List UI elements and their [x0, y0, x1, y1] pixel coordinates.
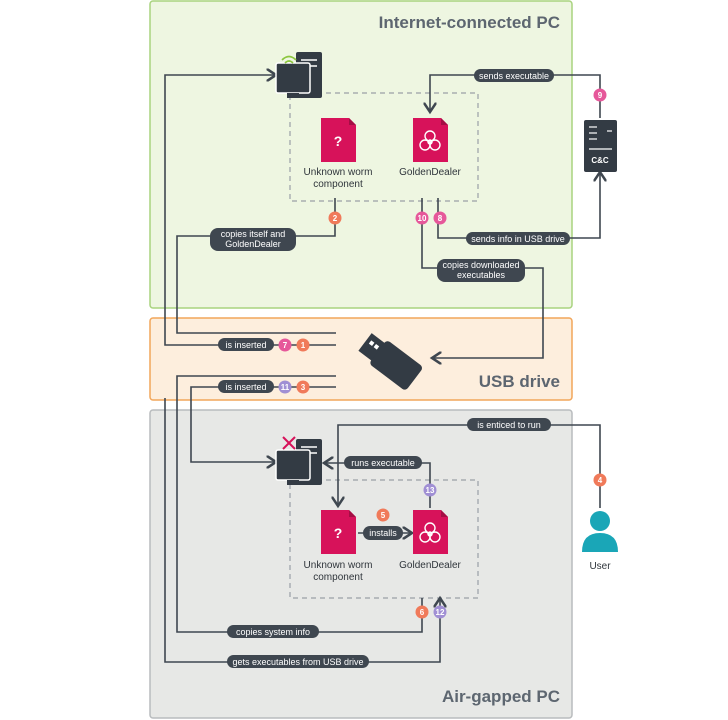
label-copies-itself: copies itself and GoldenDealer: [210, 228, 296, 251]
svg-text:is inserted: is inserted: [225, 340, 266, 350]
step-badge-4: 4: [593, 473, 607, 487]
label-installs: installs: [363, 526, 403, 540]
step-badge-12: 12: [433, 605, 447, 619]
svg-text:runs executable: runs executable: [351, 458, 415, 468]
step-badge-1: 1: [296, 338, 310, 352]
label-sends-info: sends info in USB drive: [466, 232, 570, 245]
line-copies-downloaded: [421, 198, 544, 358]
cc-server-icon: [584, 120, 617, 172]
step-badge-7: 7: [278, 338, 292, 352]
svg-text:sends executable: sends executable: [479, 71, 549, 81]
label-copies-system-info: copies system info: [227, 625, 319, 638]
airgap-computer-icon: [275, 439, 322, 485]
svg-text:installs: installs: [369, 528, 397, 538]
svg-text:12: 12: [436, 608, 445, 617]
label-runs-executable: runs executable: [344, 456, 422, 469]
worm-label-line1: Unknown worm: [304, 167, 373, 178]
step-badge-3: 3: [296, 380, 310, 394]
svg-text:?: ?: [334, 525, 343, 541]
usb-drive-title: USB drive: [479, 372, 560, 391]
step-badge-11: 11: [278, 380, 292, 394]
svg-text:?: ?: [334, 133, 343, 149]
step-badge-2: 2: [328, 211, 342, 225]
svg-text:gets executables from USB driv: gets executables from USB drive: [232, 657, 363, 667]
airgapped-pc-title: Air-gapped PC: [442, 687, 560, 706]
airgap-worm-label-line1: Unknown worm: [304, 560, 373, 571]
airgap-components-box: [289, 479, 479, 599]
airgap-worm-file-icon: ?: [321, 510, 356, 554]
svg-text:is inserted: is inserted: [225, 382, 266, 392]
svg-text:8: 8: [438, 214, 443, 223]
step-badge-9: 9: [593, 88, 607, 102]
usb-drive-icon: [358, 333, 422, 390]
goldendealer-label: GoldenDealer: [399, 167, 461, 178]
step-badge-10: 10: [415, 211, 429, 225]
step-badge-5: 5: [376, 508, 390, 522]
user-label: User: [589, 561, 611, 572]
cc-label: C&C: [591, 156, 609, 165]
svg-text:11: 11: [281, 383, 290, 392]
svg-text:4: 4: [598, 476, 603, 485]
label-is-enticed: is enticed to run: [467, 418, 551, 431]
svg-text:6: 6: [420, 608, 425, 617]
label-is-inserted-bottom: is inserted: [218, 380, 274, 393]
svg-text:copies system info: copies system info: [236, 627, 310, 637]
svg-text:7: 7: [283, 341, 288, 350]
wifi-icon: [281, 55, 297, 64]
svg-text:1: 1: [301, 341, 306, 350]
svg-text:is enticed to run: is enticed to run: [477, 420, 541, 430]
step-badge-13: 13: [423, 483, 437, 497]
label-is-inserted-top: is inserted: [218, 338, 274, 351]
internet-components-box: [289, 92, 479, 202]
svg-text:13: 13: [426, 486, 435, 495]
airgap-goldendealer-label: GoldenDealer: [399, 560, 461, 571]
svg-text:executables: executables: [457, 270, 506, 280]
internet-pc-title: Internet-connected PC: [379, 13, 560, 32]
airgap-worm-label-line2: component: [313, 572, 363, 583]
goldendealer-file-icon: [413, 118, 448, 162]
line-copies-system-info: [176, 375, 423, 633]
svg-text:5: 5: [381, 511, 386, 520]
internet-computer-icon: [275, 52, 322, 98]
svg-text:9: 9: [598, 91, 603, 100]
airgap-goldendealer-file-icon: [413, 510, 448, 554]
svg-text:sends info in USB drive: sends info in USB drive: [471, 234, 565, 244]
svg-text:3: 3: [301, 383, 306, 392]
svg-text:copies itself and: copies itself and: [221, 229, 286, 239]
label-gets-executables: gets executables from USB drive: [227, 655, 369, 668]
label-copies-downloaded: copies downloaded executables: [437, 259, 525, 282]
svg-text:GoldenDealer: GoldenDealer: [225, 239, 281, 249]
label-sends-executable: sends executable: [474, 69, 554, 82]
svg-text:10: 10: [418, 214, 427, 223]
step-badge-6: 6: [415, 605, 429, 619]
user-icon: [582, 511, 618, 552]
svg-text:2: 2: [333, 214, 338, 223]
step-badge-8: 8: [433, 211, 447, 225]
no-wifi-icon: [282, 436, 296, 450]
airgapped-pc-zone: [149, 409, 573, 719]
worm-label-line2: component: [313, 179, 363, 190]
svg-text:copies downloaded: copies downloaded: [442, 260, 519, 270]
unknown-worm-file-icon: ?: [321, 118, 356, 162]
